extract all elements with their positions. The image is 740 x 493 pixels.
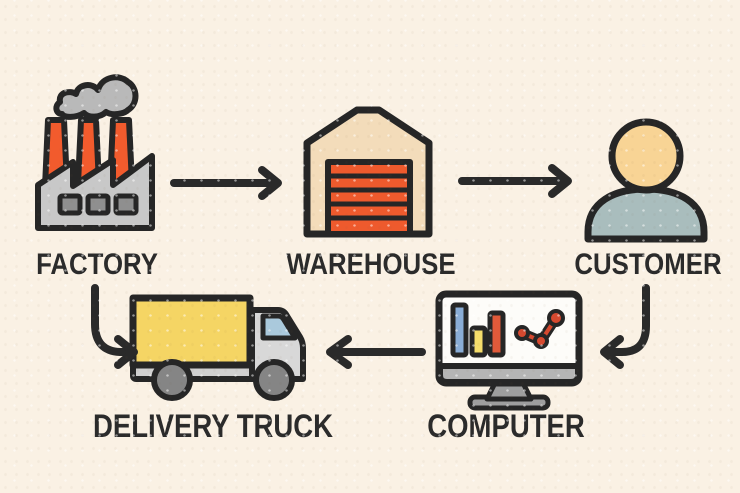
line-chart-icon [514,309,565,349]
arrow-factory-to-warehouse-icon [170,166,282,200]
node-computer [435,290,583,413]
warehouse-icon [303,106,433,238]
delivery-truck-icon [129,294,306,401]
truck-window [260,313,298,341]
node-warehouse [300,104,436,240]
arrow-computer-to-truck-icon [326,335,426,369]
computer-label: COMPUTER [427,408,585,444]
bar-chart-icon [450,302,506,358]
customer-icon [584,118,708,243]
customer-label: CUSTOMER [574,248,722,281]
node-factory [35,74,156,232]
node-customer [580,98,716,243]
arrow-factory-to-truck-icon [91,284,138,369]
node-delivery-truck [128,292,308,404]
warehouse-label: WAREHOUSE [286,248,456,281]
delivery-truck-label: DELIVERY TRUCK [92,408,334,444]
arrow-customer-to-computer-icon [600,284,650,369]
arrow-warehouse-to-customer-icon [458,164,572,198]
garage-door-icon [325,159,413,237]
factory-label: FACTORY [36,248,158,281]
computer-icon [435,290,583,411]
monitor-bezel [437,363,581,385]
smoke-icon [53,74,139,120]
factory-icon [35,74,155,231]
